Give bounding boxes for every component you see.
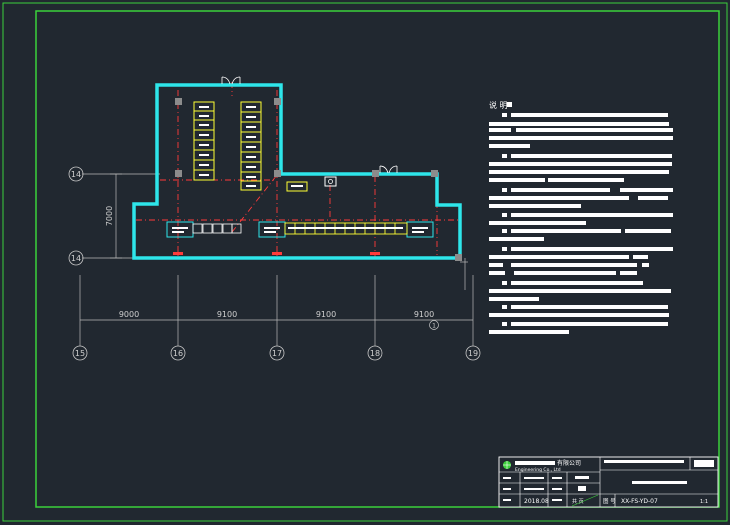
column-dimension-4: 9100 [414, 310, 434, 319]
column-axis-label-19: 19 [468, 349, 478, 358]
grid-lines [79, 173, 474, 346]
rack-labels-left [199, 106, 209, 176]
sub-axis-bubble [429, 320, 439, 330]
sheet-reference: 共 页 [572, 498, 584, 505]
cabinet-row-small [192, 223, 242, 234]
row-axis-label-top: 14 [71, 170, 81, 179]
rack-column-center [240, 101, 262, 191]
title-block: 有限公司 Engineering Co., Ltd 2018.08 共 页 图 … [498, 456, 719, 508]
device-box-yellow-label [291, 185, 303, 187]
column-dimension-labels: 9000 9100 9100 9100 [119, 310, 434, 319]
drawing-scale: 1:1 [700, 499, 708, 505]
vertical-dimension-label: 7000 [105, 206, 114, 226]
rack-labels-center [246, 106, 256, 187]
notes-text-lines [489, 113, 673, 334]
column-dimension-3: 9100 [316, 310, 336, 319]
company-logo [503, 461, 511, 469]
drawing-number-label: 图 号 [603, 497, 616, 505]
drawing-date: 2018.08 [524, 498, 549, 505]
device-box-white [324, 176, 337, 187]
building-outline [132, 83, 462, 260]
device-box-yellow [286, 181, 308, 192]
door-symbols [221, 76, 398, 174]
columns [175, 98, 462, 261]
row-axis-label-bottom: 14 [71, 254, 81, 263]
design-notes: 说 明 [489, 100, 673, 334]
company-name-en: Engineering Co., Ltd [515, 467, 561, 473]
sub-axis-label: 1 [432, 323, 436, 330]
column-axis-bubbles: 15 16 17 18 19 [72, 345, 481, 361]
wall-openings [173, 252, 380, 255]
column-axis-label-16: 16 [173, 349, 183, 358]
column-axis-label-15: 15 [75, 349, 85, 358]
row-axis-bubbles: 14 14 [68, 166, 84, 266]
cable-routing [136, 82, 458, 258]
rack-column-left [193, 101, 215, 181]
device-symbol [328, 179, 333, 184]
cabinet-labels [172, 227, 428, 233]
column-dimension-1: 9000 [119, 310, 139, 319]
row-axis-bubble-top [68, 166, 84, 182]
inner-frame [35, 10, 720, 508]
column-axis-label-18: 18 [370, 349, 380, 358]
drawing-number: XX-FS-YD-07 [621, 498, 658, 505]
column-axis-label-17: 17 [272, 349, 282, 358]
notes-heading: 说 明 [489, 100, 508, 110]
company-name: 有限公司 [557, 459, 581, 467]
column-dimension-2: 9100 [217, 310, 237, 319]
floor-plan: 14 14 7000 15 16 17 18 19 9000 9100 9100… [68, 76, 481, 361]
cabinet-row-yellow [284, 222, 408, 235]
row-axis-bubble-bottom [68, 250, 84, 266]
